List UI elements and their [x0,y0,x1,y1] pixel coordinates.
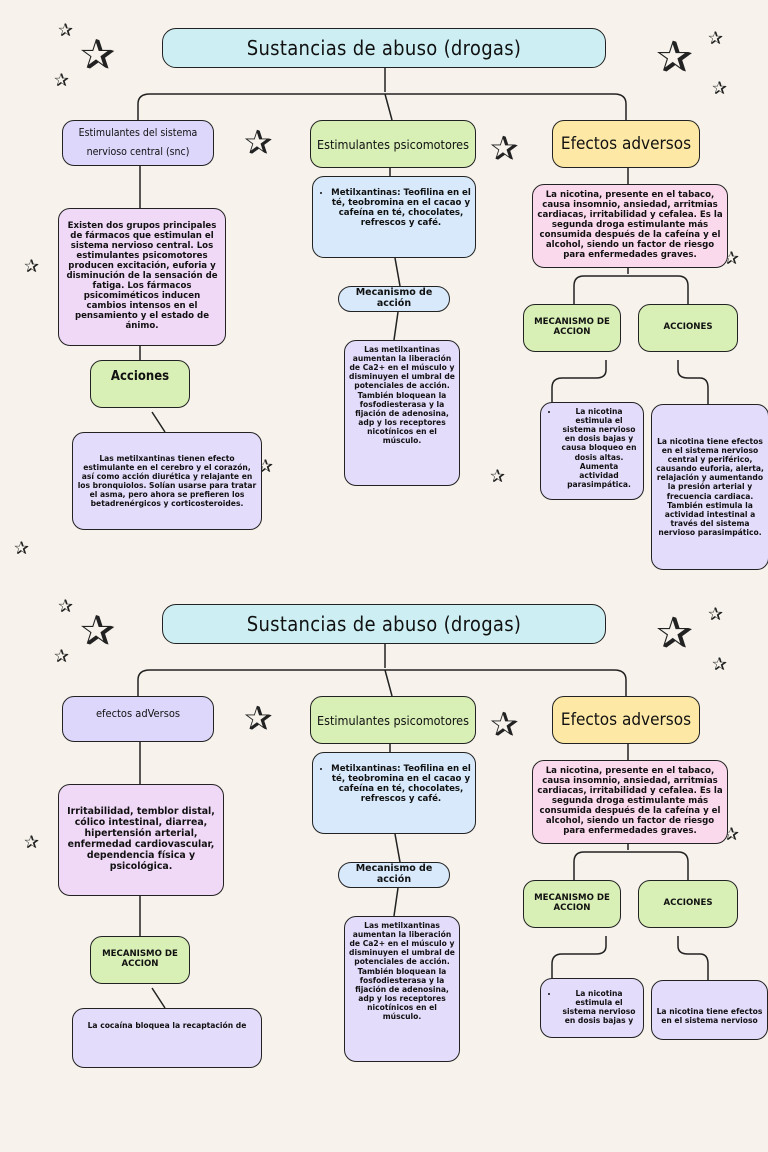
concept-map-page-2: ✰ ✰ ✰ ✰ ✰ ✰ ✰ ✰ ✰ ✰ Sustancias de abuso … [0,576,768,1152]
left-heading: efectos adVersos [95,707,181,720]
star-icon: ✰ [708,28,724,49]
left-sub-heading-box: Acciones [90,360,190,408]
left-heading-box: efectos adVersos [62,696,214,742]
star-icon: ✰ [24,832,40,853]
star-icon: ✰ [58,596,74,617]
star-icon: ✰ [80,30,116,79]
right-mech-bullet-box: La nicotina estimula el sistema nervioso… [540,978,644,1038]
right-heading-box: Efectos adversos [552,120,700,168]
connector-lines [137,68,709,433]
right-actions-label: ACCIONES [638,880,738,928]
left-sub-text-box: La cocaína bloquea la recaptación de [72,1008,262,1068]
star-icon: ✰ [490,705,519,745]
star-icon: ✰ [490,129,519,169]
star-icon: ✰ [58,20,74,41]
right-text-box: La nicotina, presente en el tabaco, caus… [532,760,728,844]
right-heading-box: Efectos adversos [552,696,700,744]
star-icon: ✰ [54,70,70,91]
star-icon: ✰ [244,123,273,163]
left-text-box: Existen dos grupos principales de fármac… [58,208,226,346]
right-mech-label: MECANISMO DE ACCION [523,304,621,352]
center-mech-text-box: Las metilxantinas aumentan la liberación… [344,340,460,486]
right-mech-bullet-box: La nicotina estimula el sistema nervioso… [540,402,644,500]
right-actions-text-box: La nicotina tiene efectos en el sistema … [651,404,768,570]
star-icon: ✰ [656,32,693,83]
star-icon: ✰ [14,538,30,559]
star-icon: ✰ [490,466,506,487]
center-bullet: Metilxantinas: Teofilina en el té, teobr… [331,764,471,805]
star-icon: ✰ [244,699,273,739]
star-icon: ✰ [54,646,70,667]
right-text-box: La nicotina, presente en el tabaco, caus… [532,184,728,268]
star-icon: ✰ [712,78,728,99]
center-bullet: Metilxantinas: Teofilina en el té, teobr… [331,188,471,229]
right-mech-bullet: La nicotina estimula el sistema nervioso… [559,989,639,1025]
left-sub-text-box: Las metilxantinas tienen efecto estimula… [72,432,262,530]
star-icon: ✰ [656,608,693,659]
concept-map-page-1: ✰ ✰ ✰ ✰ ✰ ✰ ✰ ✰ ✰ ✰ ✰ ✰ ✰ ✰ Sustancias d… [0,0,768,576]
center-mech-label: Mecanismo de acción [338,286,450,312]
left-heading: Estimulantes del sistema nervioso centra… [78,127,198,158]
center-mech-label: Mecanismo de acción [338,862,450,888]
right-actions-label: ACCIONES [638,304,738,352]
left-text-box: Irritabilidad, temblor distal, cólico in… [58,784,224,896]
star-icon: ✰ [712,654,728,675]
center-mech-text-box: Las metilxantinas aumentan la liberación… [344,916,460,1062]
map-title: Sustancias de abuso (drogas) [162,604,606,644]
center-bullet-box: Metilxantinas: Teofilina en el té, teobr… [312,176,476,258]
right-actions-text-box: La nicotina tiene efectos en el sistema … [651,980,768,1040]
connector-lines [137,644,709,1009]
star-icon: ✰ [708,604,724,625]
map-title: Sustancias de abuso (drogas) [162,28,606,68]
center-heading-box: Estimulantes psicomotores [310,120,476,168]
right-mech-bullet: La nicotina estimula el sistema nervioso… [559,407,639,489]
center-heading-box: Estimulantes psicomotores [310,696,476,744]
star-icon: ✰ [80,606,116,655]
left-sub-heading-box: MECANISMO DE ACCION [90,936,190,984]
center-bullet-box: Metilxantinas: Teofilina en el té, teobr… [312,752,476,834]
right-mech-label: MECANISMO DE ACCION [523,880,621,928]
star-icon: ✰ [24,256,40,277]
left-heading-box: Estimulantes del sistema nervioso centra… [62,120,214,166]
